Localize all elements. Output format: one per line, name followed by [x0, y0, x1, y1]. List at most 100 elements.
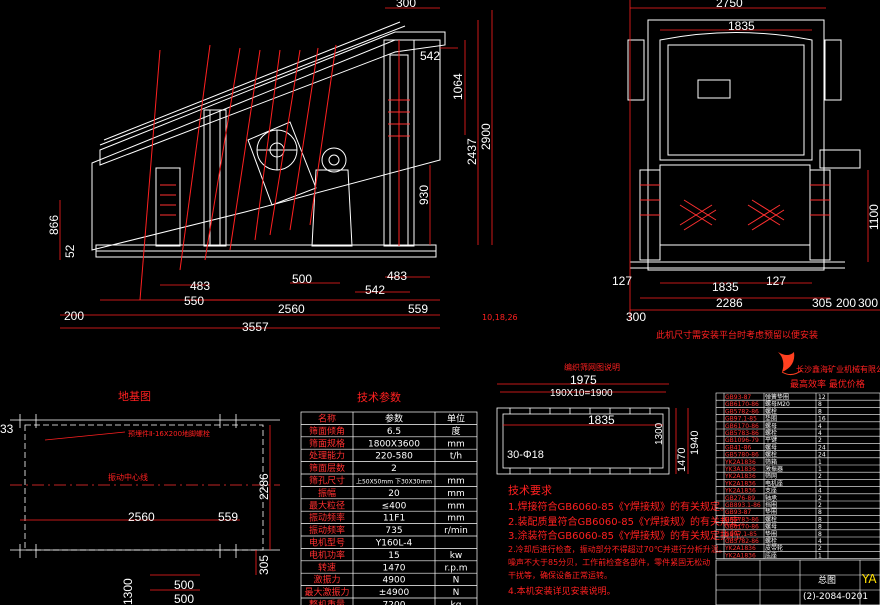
part-code: GB6170-86 — [725, 401, 759, 408]
dim-side-542: 542 — [365, 283, 385, 297]
dim-fnd-2286: 2286 — [257, 473, 271, 500]
screen-mesh-labels: 编织筛网图说明 1975 190X10=1900 1835 30-Φ18 130… — [507, 362, 701, 472]
dim-end-2286: 2286 — [716, 296, 743, 310]
dim-fnd-500b: 500 — [174, 592, 194, 605]
dim-fnd-500a: 500 — [174, 578, 194, 592]
part-name: 筛箱 — [765, 458, 777, 466]
tech-req-item-4: 2.冷却后进行检查，振动部分不得超过70℃并进行分析升温。 — [508, 544, 727, 554]
dim-side-483a: 483 — [190, 279, 210, 293]
part-qty: 4 — [818, 538, 822, 545]
dim-side-2437: 2437 — [465, 138, 479, 165]
part-code: GB6170-86 — [725, 423, 759, 430]
dim-side-483b: 483 — [387, 269, 407, 283]
specs-cell: ≤400 — [382, 501, 407, 511]
specs-title: 技术参数 — [357, 390, 401, 404]
part-code: YK2A1836 — [724, 480, 756, 487]
side-view — [59, 7, 493, 329]
part-code: GB6170-86 — [725, 524, 759, 531]
specs-cell: 整机重量 — [309, 599, 345, 605]
dim-mesh-1470: 1470 — [676, 448, 688, 472]
part-name: 螺母 — [765, 443, 777, 451]
tech-req-title: 技术要求 — [508, 484, 552, 497]
specs-cell: mm — [447, 477, 465, 487]
part-qty: 12 — [818, 394, 826, 401]
specs-cell: 振动频率 — [309, 512, 345, 524]
dim-side-52: 52 — [63, 244, 77, 258]
part-qty: 2 — [818, 473, 822, 480]
part-qty: 1 — [818, 480, 822, 487]
screen-mesh-drawing — [496, 383, 689, 475]
part-name: 筛网 — [765, 472, 777, 480]
part-name: 支座 — [765, 487, 777, 495]
specs-cell: 最大粒径 — [309, 499, 345, 511]
part-code: GB5782-86 — [725, 408, 759, 415]
dim-side-559: 559 — [408, 302, 428, 316]
specs-cell: 度 — [451, 425, 460, 437]
dim-end-127-right: 127 — [766, 274, 786, 288]
dim-end-1835-bottom: 1835 — [712, 280, 739, 294]
part-qty: 8 — [818, 401, 822, 408]
part-code: GB5780-86 — [725, 452, 759, 459]
title-block-name: 总图 — [818, 574, 836, 586]
part-name: 垫圈 — [765, 508, 777, 516]
part-code: GB93-87 — [725, 394, 751, 401]
specs-cell: 筛面规格 — [309, 437, 345, 449]
specs-cell: 735 — [385, 526, 402, 536]
part-name: 螺栓 — [765, 537, 777, 545]
specs-cell: mm — [447, 501, 465, 511]
specs-cell: r.p.m — [444, 563, 467, 573]
specs-cell: 4900 — [383, 576, 406, 586]
specs-cell: kw — [450, 551, 463, 561]
specs-cell: 筛面倾角 — [309, 425, 345, 437]
side-view-dims-h: 300 200 483 550 500 542 483 2560 559 355… — [64, 0, 428, 334]
specs-cell: 筛孔尺寸 — [309, 475, 345, 487]
part-code: GB5782-86 — [725, 538, 759, 545]
foundation-anchor-label: 预埋件Ⅱ-16X200地脚螺栓 — [128, 429, 210, 438]
part-code: GB93-87 — [725, 509, 751, 516]
dim-end-300a: 300 — [858, 296, 878, 310]
tech-req-item-1: 1.焊接符合GB6060-85《Y焊接规》的有关规定。 — [508, 500, 730, 513]
foundation-centerline-label: 振动中心线 — [108, 472, 148, 482]
part-qty: 8 — [818, 531, 822, 538]
specs-cell: N — [453, 588, 460, 598]
company-block: 长沙鑫海矿业机械有限公司 最高效率 最优价格 — [778, 352, 880, 390]
dim-side-300: 300 — [396, 0, 416, 10]
part-name: 螺母 — [765, 422, 777, 430]
specs-cell: Y160L-4 — [375, 539, 413, 549]
part-code: YK2A1836 — [724, 552, 756, 559]
part-qty: 2 — [818, 502, 822, 509]
part-qty: 8 — [818, 524, 822, 531]
part-code: GB97.1-85 — [725, 416, 757, 423]
part-code: YK2A1836 — [724, 473, 756, 480]
part-name: 螺栓 — [765, 407, 777, 415]
part-code: GB893.1-86 — [725, 502, 761, 509]
part-qty: 1 — [818, 466, 822, 473]
part-qty: 2 — [818, 495, 822, 502]
dim-side-550: 550 — [184, 294, 204, 308]
dim-end-200: 200 — [836, 296, 856, 310]
specs-cell: 上50X50mm 下30X30mm — [356, 478, 432, 486]
specs-header-cell: 单位 — [447, 413, 465, 425]
foundation-labels: 地基图 2560 559 2286 305 33 500 500 1300 预埋… — [0, 390, 271, 605]
specs-cell: 电机型号 — [309, 537, 345, 549]
specs-cell: 振动频率 — [309, 524, 345, 536]
note-side-small: 10,18,26 — [482, 313, 518, 322]
company-name: 长沙鑫海矿业机械有限公司 — [796, 364, 880, 374]
part-name: 螺母 — [765, 523, 777, 531]
dim-side-930: 930 — [417, 185, 431, 205]
part-qty: 2 — [818, 545, 822, 552]
dim-end-300b: 300 — [626, 310, 646, 324]
dim-fnd-1300: 1300 — [121, 578, 135, 605]
part-name: 垫圈 — [765, 530, 777, 538]
dim-end-2750: 2750 — [716, 0, 743, 10]
part-qty: 2 — [818, 437, 822, 444]
end-view-dims: 2750 1835 127 1835 127 2286 305 200 300 … — [612, 0, 880, 341]
dim-mesh-1940: 1940 — [689, 431, 701, 455]
specs-cell: 6.5 — [387, 427, 401, 437]
tech-requirements: 技术要求 1.焊接符合GB6060-85《Y焊接规》的有关规定。 2.装配质量符… — [508, 484, 750, 597]
dim-side-3557: 3557 — [242, 320, 269, 334]
tech-req-item-2: 2.装配质量符合GB6060-85《Y焊接规》的有关规定。 — [508, 515, 750, 528]
part-qty: 4 — [818, 430, 822, 437]
